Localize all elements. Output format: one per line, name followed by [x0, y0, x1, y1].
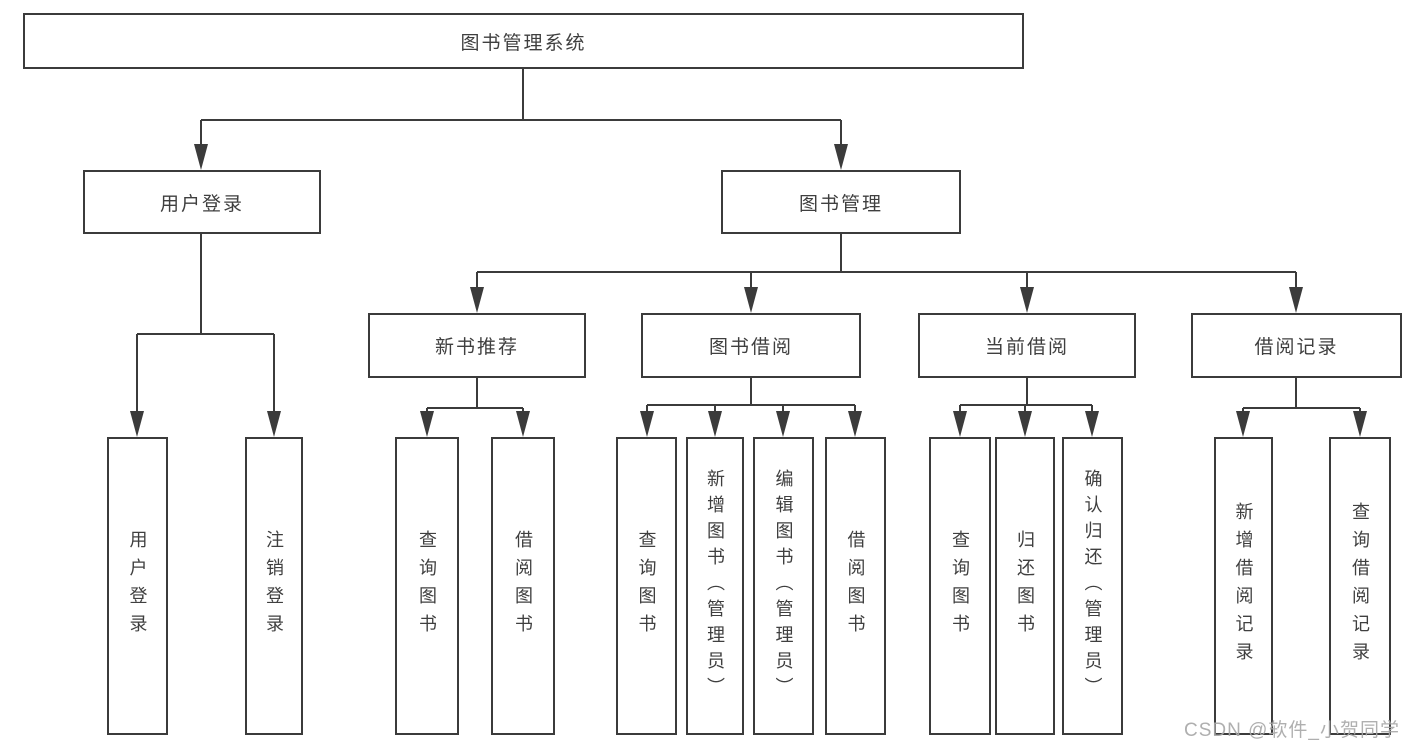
leaf-logout: 注销登录: [245, 437, 303, 735]
leaf-add-borrow-record-label: 新增借阅记录: [1233, 502, 1254, 670]
node-current-borrow: 当前借阅: [918, 313, 1136, 378]
node-book-management: 图书管理: [721, 170, 961, 234]
connector-book-borrow-to-leaves: [640, 378, 862, 437]
node-current-borrow-label: 当前借阅: [984, 337, 1069, 358]
connector-borrow-record-to-leaves: [1236, 378, 1367, 437]
leaf-return-book: 归还图书: [995, 437, 1055, 735]
node-book-borrow: 图书借阅: [641, 313, 861, 378]
leaf-add-borrow-record: 新增借阅记录: [1214, 437, 1273, 735]
connector-new-book-to-leaves: [420, 378, 530, 437]
leaf-add-book-admin: 新增图书（管理员）: [686, 437, 744, 735]
leaf-current-query-book: 查询图书: [929, 437, 991, 735]
node-book-management-label: 图书管理: [798, 193, 883, 215]
leaf-borrow-borrow-book: 借阅图书: [825, 437, 886, 735]
csdn-watermark: CSDN @软件_小贺同学: [1184, 720, 1400, 741]
connector-current-borrow-to-leaves: [953, 378, 1099, 437]
leaf-user-login: 用户登录: [107, 437, 168, 735]
leaf-borrow-query-book: 查询图书: [616, 437, 677, 735]
leaf-newbook-query-book: 查询图书: [395, 437, 459, 735]
node-borrow-record-label: 借阅记录: [1254, 337, 1339, 358]
leaf-confirm-return-admin: 确认归还（管理员）: [1062, 437, 1123, 735]
leaf-current-query-book-label: 查询图书: [950, 530, 970, 642]
connector-user-login-to-leaves: [130, 234, 281, 437]
leaf-logout-label: 注销登录: [264, 530, 284, 642]
leaf-newbook-borrow-book: 借阅图书: [491, 437, 555, 735]
connector-root-to-level2: [194, 69, 848, 170]
leaf-query-borrow-record: 查询借阅记录: [1329, 437, 1391, 735]
leaf-edit-book-admin: 编辑图书（管理员）: [753, 437, 814, 735]
node-book-borrow-label: 图书借阅: [708, 337, 793, 358]
leaf-borrow-borrow-book-label: 借阅图书: [845, 530, 866, 642]
node-root: 图书管理系统: [23, 13, 1024, 69]
leaf-confirm-return-admin-label: 确认归还（管理员）: [1082, 469, 1103, 703]
node-root-label: 图书管理系统: [460, 32, 587, 54]
node-borrow-record: 借阅记录: [1191, 313, 1402, 378]
leaf-edit-book-admin-label: 编辑图书（管理员）: [773, 469, 794, 703]
node-new-book-recommend: 新书推荐: [368, 313, 586, 378]
node-new-book-recommend-label: 新书推荐: [434, 337, 519, 358]
leaf-newbook-query-book-label: 查询图书: [417, 530, 437, 642]
connector-book-management-to-level3: [470, 234, 1303, 313]
leaf-borrow-query-book-label: 查询图书: [636, 530, 657, 642]
leaf-query-borrow-record-label: 查询借阅记录: [1350, 502, 1370, 670]
leaf-add-book-admin-label: 新增图书（管理员）: [705, 469, 725, 703]
leaf-user-login-label: 用户登录: [127, 530, 148, 642]
leaf-newbook-borrow-book-label: 借阅图书: [513, 530, 533, 642]
node-user-login-label: 用户登录: [159, 193, 244, 215]
node-user-login: 用户登录: [83, 170, 321, 234]
leaf-return-book-label: 归还图书: [1015, 530, 1035, 642]
